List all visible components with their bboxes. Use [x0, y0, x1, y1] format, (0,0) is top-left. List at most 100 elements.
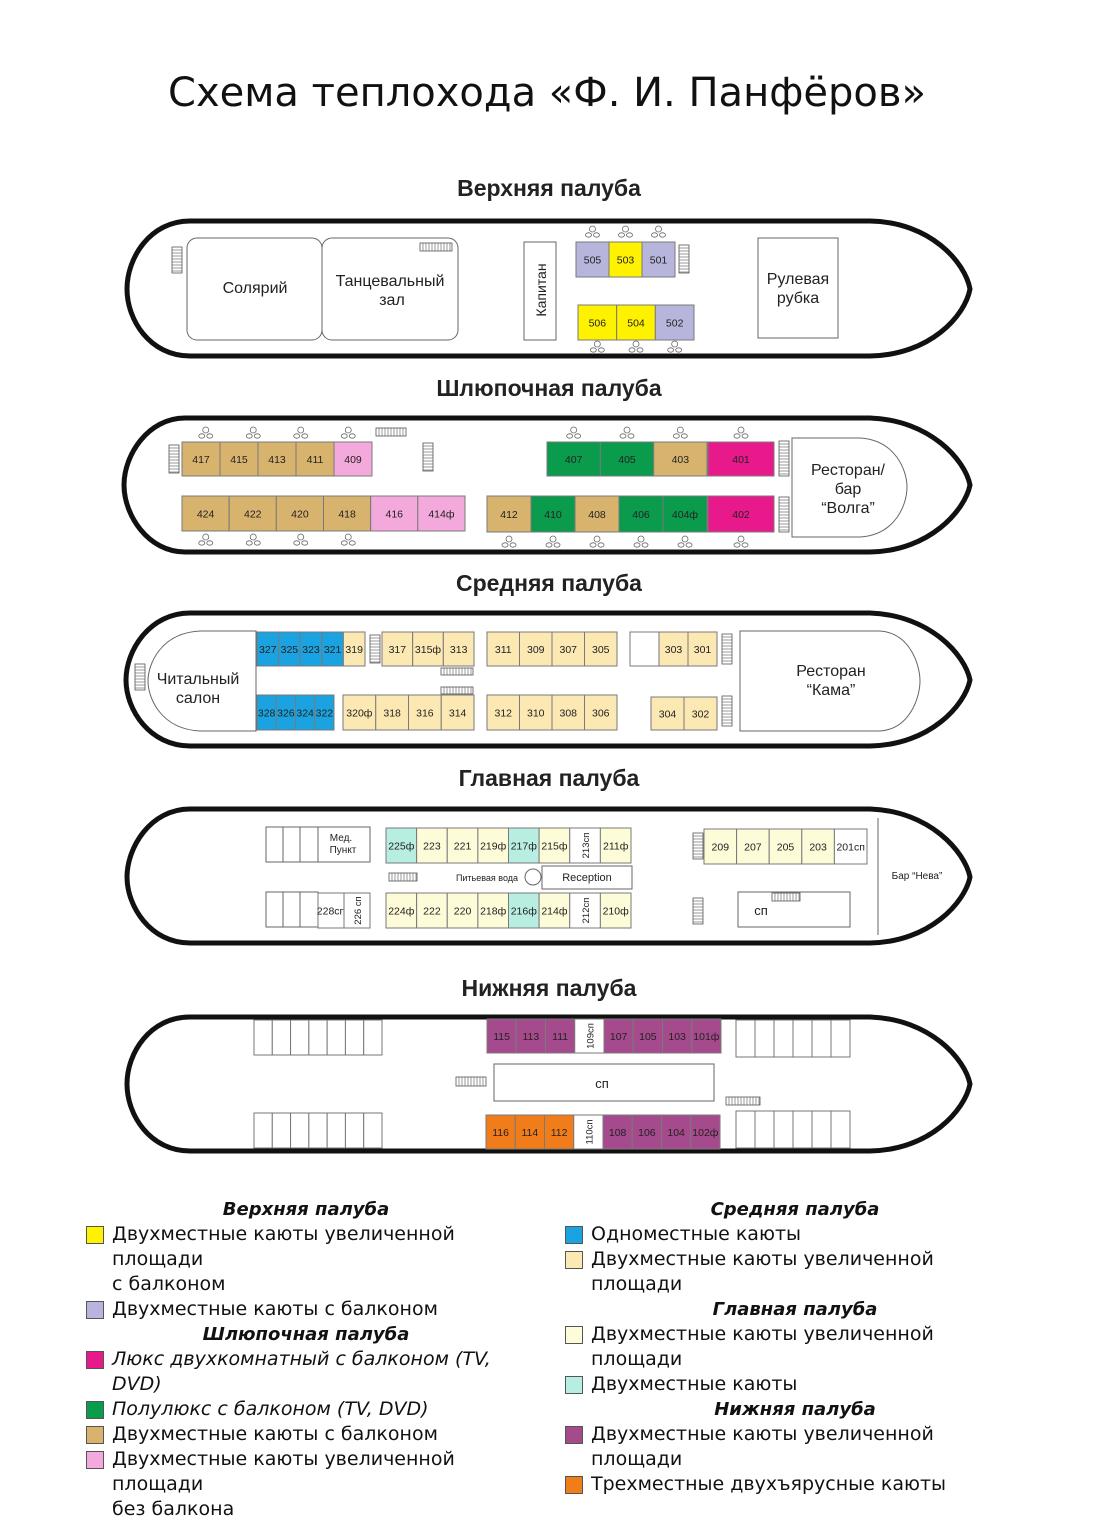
- cabin-225ф[interactable]: 225ф: [385, 827, 418, 864]
- cabin-316[interactable]: 316: [408, 694, 442, 731]
- cabin-222[interactable]: 222: [416, 892, 448, 929]
- cabin-506[interactable]: 506: [577, 304, 618, 341]
- cabin-216ф[interactable]: 216ф: [508, 892, 540, 929]
- cabin-307[interactable]: 307: [551, 631, 585, 667]
- cabin-103[interactable]: 103: [662, 1018, 693, 1054]
- cabin-417[interactable]: 417: [181, 441, 221, 477]
- cabin-414ф[interactable]: 414ф: [417, 495, 466, 532]
- cabin-228сп[interactable]: 228сп: [317, 892, 345, 929]
- cabin-226 сп[interactable]: 226 сп: [343, 892, 371, 929]
- cabin-317[interactable]: 317: [381, 631, 414, 667]
- cabin-106[interactable]: 106: [631, 1114, 662, 1150]
- cabin-217ф[interactable]: 217ф: [508, 827, 540, 864]
- cabin-504[interactable]: 504: [616, 304, 656, 341]
- cabin-321[interactable]: 321: [321, 631, 344, 667]
- cabin-302[interactable]: 302: [683, 696, 718, 731]
- cabin-112[interactable]: 112: [544, 1114, 575, 1150]
- cabin-214ф[interactable]: 214ф: [538, 892, 571, 929]
- cabin-413[interactable]: 413: [257, 441, 297, 477]
- cabin-203[interactable]: 203: [801, 828, 835, 865]
- cabin-304[interactable]: 304: [650, 696, 685, 731]
- cabin-505[interactable]: 505: [575, 241, 610, 278]
- cabin-328[interactable]: 328: [256, 694, 277, 731]
- cabin-221[interactable]: 221: [446, 827, 479, 864]
- cabin-410[interactable]: 410: [530, 495, 576, 533]
- cabin-416[interactable]: 416: [370, 495, 419, 532]
- cabin-102ф[interactable]: 102ф: [690, 1114, 721, 1150]
- cabin-number: 415: [230, 454, 248, 466]
- hull-lower: [124, 1014, 973, 1154]
- cabin-403[interactable]: 403: [653, 441, 708, 477]
- cabin-310[interactable]: 310: [519, 694, 553, 731]
- cabin-411[interactable]: 411: [295, 441, 335, 477]
- cabin-218ф[interactable]: 218ф: [477, 892, 509, 929]
- cabin-320ф[interactable]: 320ф: [342, 694, 377, 731]
- cabin-418[interactable]: 418: [323, 495, 372, 532]
- cabin-224ф[interactable]: 224ф: [385, 892, 418, 929]
- cabin-number: 116: [492, 1127, 509, 1139]
- cabin-305[interactable]: 305: [584, 631, 618, 667]
- cabin-402[interactable]: 402: [707, 495, 775, 533]
- cabin-424[interactable]: 424: [181, 495, 230, 532]
- cabin-207[interactable]: 207: [736, 828, 770, 865]
- cabin-210ф[interactable]: 210ф: [599, 892, 632, 929]
- cabin-404ф[interactable]: 404ф: [662, 495, 708, 533]
- cabin-323[interactable]: 323: [299, 631, 323, 667]
- cabin-312[interactable]: 312: [486, 694, 520, 731]
- cabin-105[interactable]: 105: [632, 1018, 663, 1054]
- cabin-115[interactable]: 115: [486, 1018, 517, 1054]
- cabin-107[interactable]: 107: [603, 1018, 634, 1054]
- cabin-502[interactable]: 502: [654, 304, 695, 341]
- cabin-108[interactable]: 108: [602, 1114, 633, 1150]
- cabin-blank[interactable]: [629, 631, 660, 667]
- cabin-322[interactable]: 322: [314, 694, 335, 731]
- cabin-405[interactable]: 405: [599, 441, 655, 477]
- cabin-101ф[interactable]: 101ф: [691, 1018, 722, 1054]
- cabin-319[interactable]: 319: [342, 631, 366, 667]
- cabin-412[interactable]: 412: [486, 495, 532, 533]
- cabin-215ф[interactable]: 215ф: [538, 827, 571, 864]
- cabin-219ф[interactable]: 219ф: [477, 827, 509, 864]
- cabin-318[interactable]: 318: [375, 694, 409, 731]
- cabin-303[interactable]: 303: [658, 631, 689, 667]
- cabin-213сп[interactable]: 213сп: [569, 827, 601, 864]
- cabin-311[interactable]: 311: [486, 631, 520, 667]
- cabin-326[interactable]: 326: [275, 694, 296, 731]
- cabin-407[interactable]: 407: [546, 441, 601, 477]
- cabin-223[interactable]: 223: [416, 827, 448, 864]
- cabin-325[interactable]: 325: [278, 631, 301, 667]
- stairs-icon: [440, 686, 474, 695]
- cabin-503[interactable]: 503: [608, 241, 643, 278]
- cabin-406[interactable]: 406: [618, 495, 664, 533]
- cabin-401[interactable]: 401: [707, 441, 775, 477]
- cabin-409[interactable]: 409: [333, 441, 373, 477]
- cabin-309[interactable]: 309: [519, 631, 553, 667]
- cabin-104[interactable]: 104: [661, 1114, 692, 1150]
- cabin-501[interactable]: 501: [641, 241, 676, 278]
- cabin-408[interactable]: 408: [574, 495, 620, 533]
- cabin-201сп[interactable]: 201сп: [833, 828, 868, 865]
- cabin-415[interactable]: 415: [219, 441, 259, 477]
- cabin-301[interactable]: 301: [687, 631, 718, 667]
- cabin-324[interactable]: 324: [295, 694, 316, 731]
- cabin-315ф[interactable]: 315ф: [412, 631, 444, 667]
- cabin-209[interactable]: 209: [703, 828, 738, 865]
- cabin-116[interactable]: 116: [485, 1114, 516, 1150]
- cabin-306[interactable]: 306: [584, 694, 618, 731]
- cabin-114[interactable]: 114: [514, 1114, 545, 1150]
- cabin-211ф[interactable]: 211ф: [599, 827, 632, 864]
- cabin-109сп[interactable]: 109сп: [574, 1018, 605, 1054]
- cabin-212сп[interactable]: 212сп: [569, 892, 601, 929]
- cabin-313[interactable]: 313: [442, 631, 475, 667]
- cabin-314[interactable]: 314: [440, 694, 475, 731]
- cabin-308[interactable]: 308: [551, 694, 585, 731]
- cabin-420[interactable]: 420: [275, 495, 325, 532]
- cabin-205[interactable]: 205: [768, 828, 803, 865]
- cabin-110сп[interactable]: 110сп: [573, 1114, 604, 1150]
- cabin-111[interactable]: 111: [545, 1018, 576, 1054]
- cabin-113[interactable]: 113: [515, 1018, 546, 1054]
- cabin-327[interactable]: 327: [256, 631, 280, 667]
- cabin-220[interactable]: 220: [446, 892, 479, 929]
- cabin-number: 307: [559, 644, 577, 656]
- cabin-422[interactable]: 422: [228, 495, 277, 532]
